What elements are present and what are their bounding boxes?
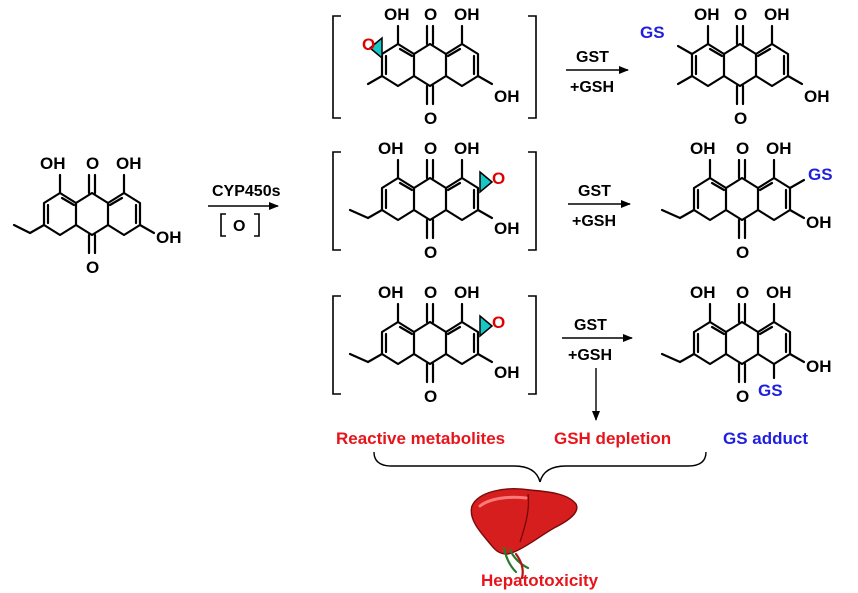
epoxide-intermediate-1: O OH OH O O OH [362, 5, 520, 128]
gst-arrow-2: GST +GSH [568, 183, 631, 230]
atom-o: O [86, 154, 99, 173]
atom-oh: OH [156, 228, 182, 247]
atom-oh: OH [116, 154, 142, 173]
hepatotoxicity-label: Hepatotoxicity [481, 571, 599, 590]
gst-label: GST [578, 183, 611, 200]
atom-oh: OH [454, 139, 480, 158]
atom-oh: OH [766, 139, 792, 158]
bracket-left [332, 15, 341, 119]
atom-oh: OH [690, 283, 716, 302]
gsh-label: +GSH [570, 79, 614, 96]
epoxide-intermediate-3: O OH OH O O OH [348, 283, 520, 406]
epoxide-intermediate-2: O OH OH O O OH [348, 139, 520, 262]
atom-o: O [424, 109, 437, 128]
atom-oh: OH [494, 363, 520, 382]
emodin-structure: OH OH O O OH [12, 154, 182, 277]
liver-icon [470, 488, 578, 580]
atom-o: O [736, 387, 749, 406]
gs-group: GS [640, 23, 665, 42]
atom-oh: OH [40, 154, 66, 173]
gsh-depletion-label: GSH depletion [554, 429, 671, 448]
atom-o: O [86, 258, 99, 277]
gs-group: GS [808, 165, 833, 184]
bracket-right [528, 151, 537, 251]
gs-adduct-1: GS OH OH O O OH [640, 5, 830, 128]
atom-oh: OH [494, 219, 520, 238]
grouping-brace [373, 451, 707, 483]
atom-o: O [734, 109, 747, 128]
epoxide-oxygen: O [362, 35, 375, 54]
gs-adduct-2: GS OH OH O O OH [660, 139, 833, 262]
atom-oh: OH [454, 283, 480, 302]
gs-group: GS [758, 381, 783, 400]
atom-oh: OH [384, 5, 410, 24]
atom-oh: OH [690, 139, 716, 158]
atom-oh: OH [806, 357, 832, 376]
atom-o: O [736, 283, 749, 302]
bracket-right [528, 15, 537, 119]
gs-adduct-label: GS adduct [723, 429, 808, 448]
atom-o: O [424, 243, 437, 262]
cyp450-label: CYP450s [212, 183, 281, 200]
atom-o: O [424, 387, 437, 406]
epoxide-oxygen: O [492, 169, 505, 188]
gst-arrow-3: GST +GSH [562, 317, 633, 421]
bracket-left [332, 295, 341, 395]
bracket-right [528, 295, 537, 395]
epoxide-oxygen: O [492, 313, 505, 332]
atom-o: O [424, 139, 437, 158]
atom-o: O [736, 243, 749, 262]
atom-o: O [734, 5, 747, 24]
gst-label: GST [576, 49, 609, 66]
oxidant-label: O [233, 218, 245, 235]
reactive-metabolites-label: Reactive metabolites [336, 429, 505, 448]
atom-oh: OH [806, 213, 832, 232]
gsh-label: +GSH [568, 347, 612, 364]
atom-o: O [424, 5, 437, 24]
atom-oh: OH [454, 5, 480, 24]
gsh-label: +GSH [572, 213, 616, 230]
bracket-left [332, 151, 341, 251]
atom-o: O [736, 139, 749, 158]
cyp450-arrow: CYP450s O [208, 183, 281, 237]
atom-oh: OH [804, 87, 830, 106]
atom-o: O [424, 283, 437, 302]
atom-oh: OH [694, 5, 720, 24]
atom-oh: OH [766, 283, 792, 302]
atom-oh: OH [378, 139, 404, 158]
atom-oh: OH [494, 87, 520, 106]
gst-label: GST [574, 317, 607, 334]
gst-arrow-1: GST +GSH [566, 49, 629, 96]
atom-oh: OH [378, 283, 404, 302]
atom-oh: OH [764, 5, 790, 24]
gs-adduct-3: GS OH OH O O OH [660, 283, 832, 406]
